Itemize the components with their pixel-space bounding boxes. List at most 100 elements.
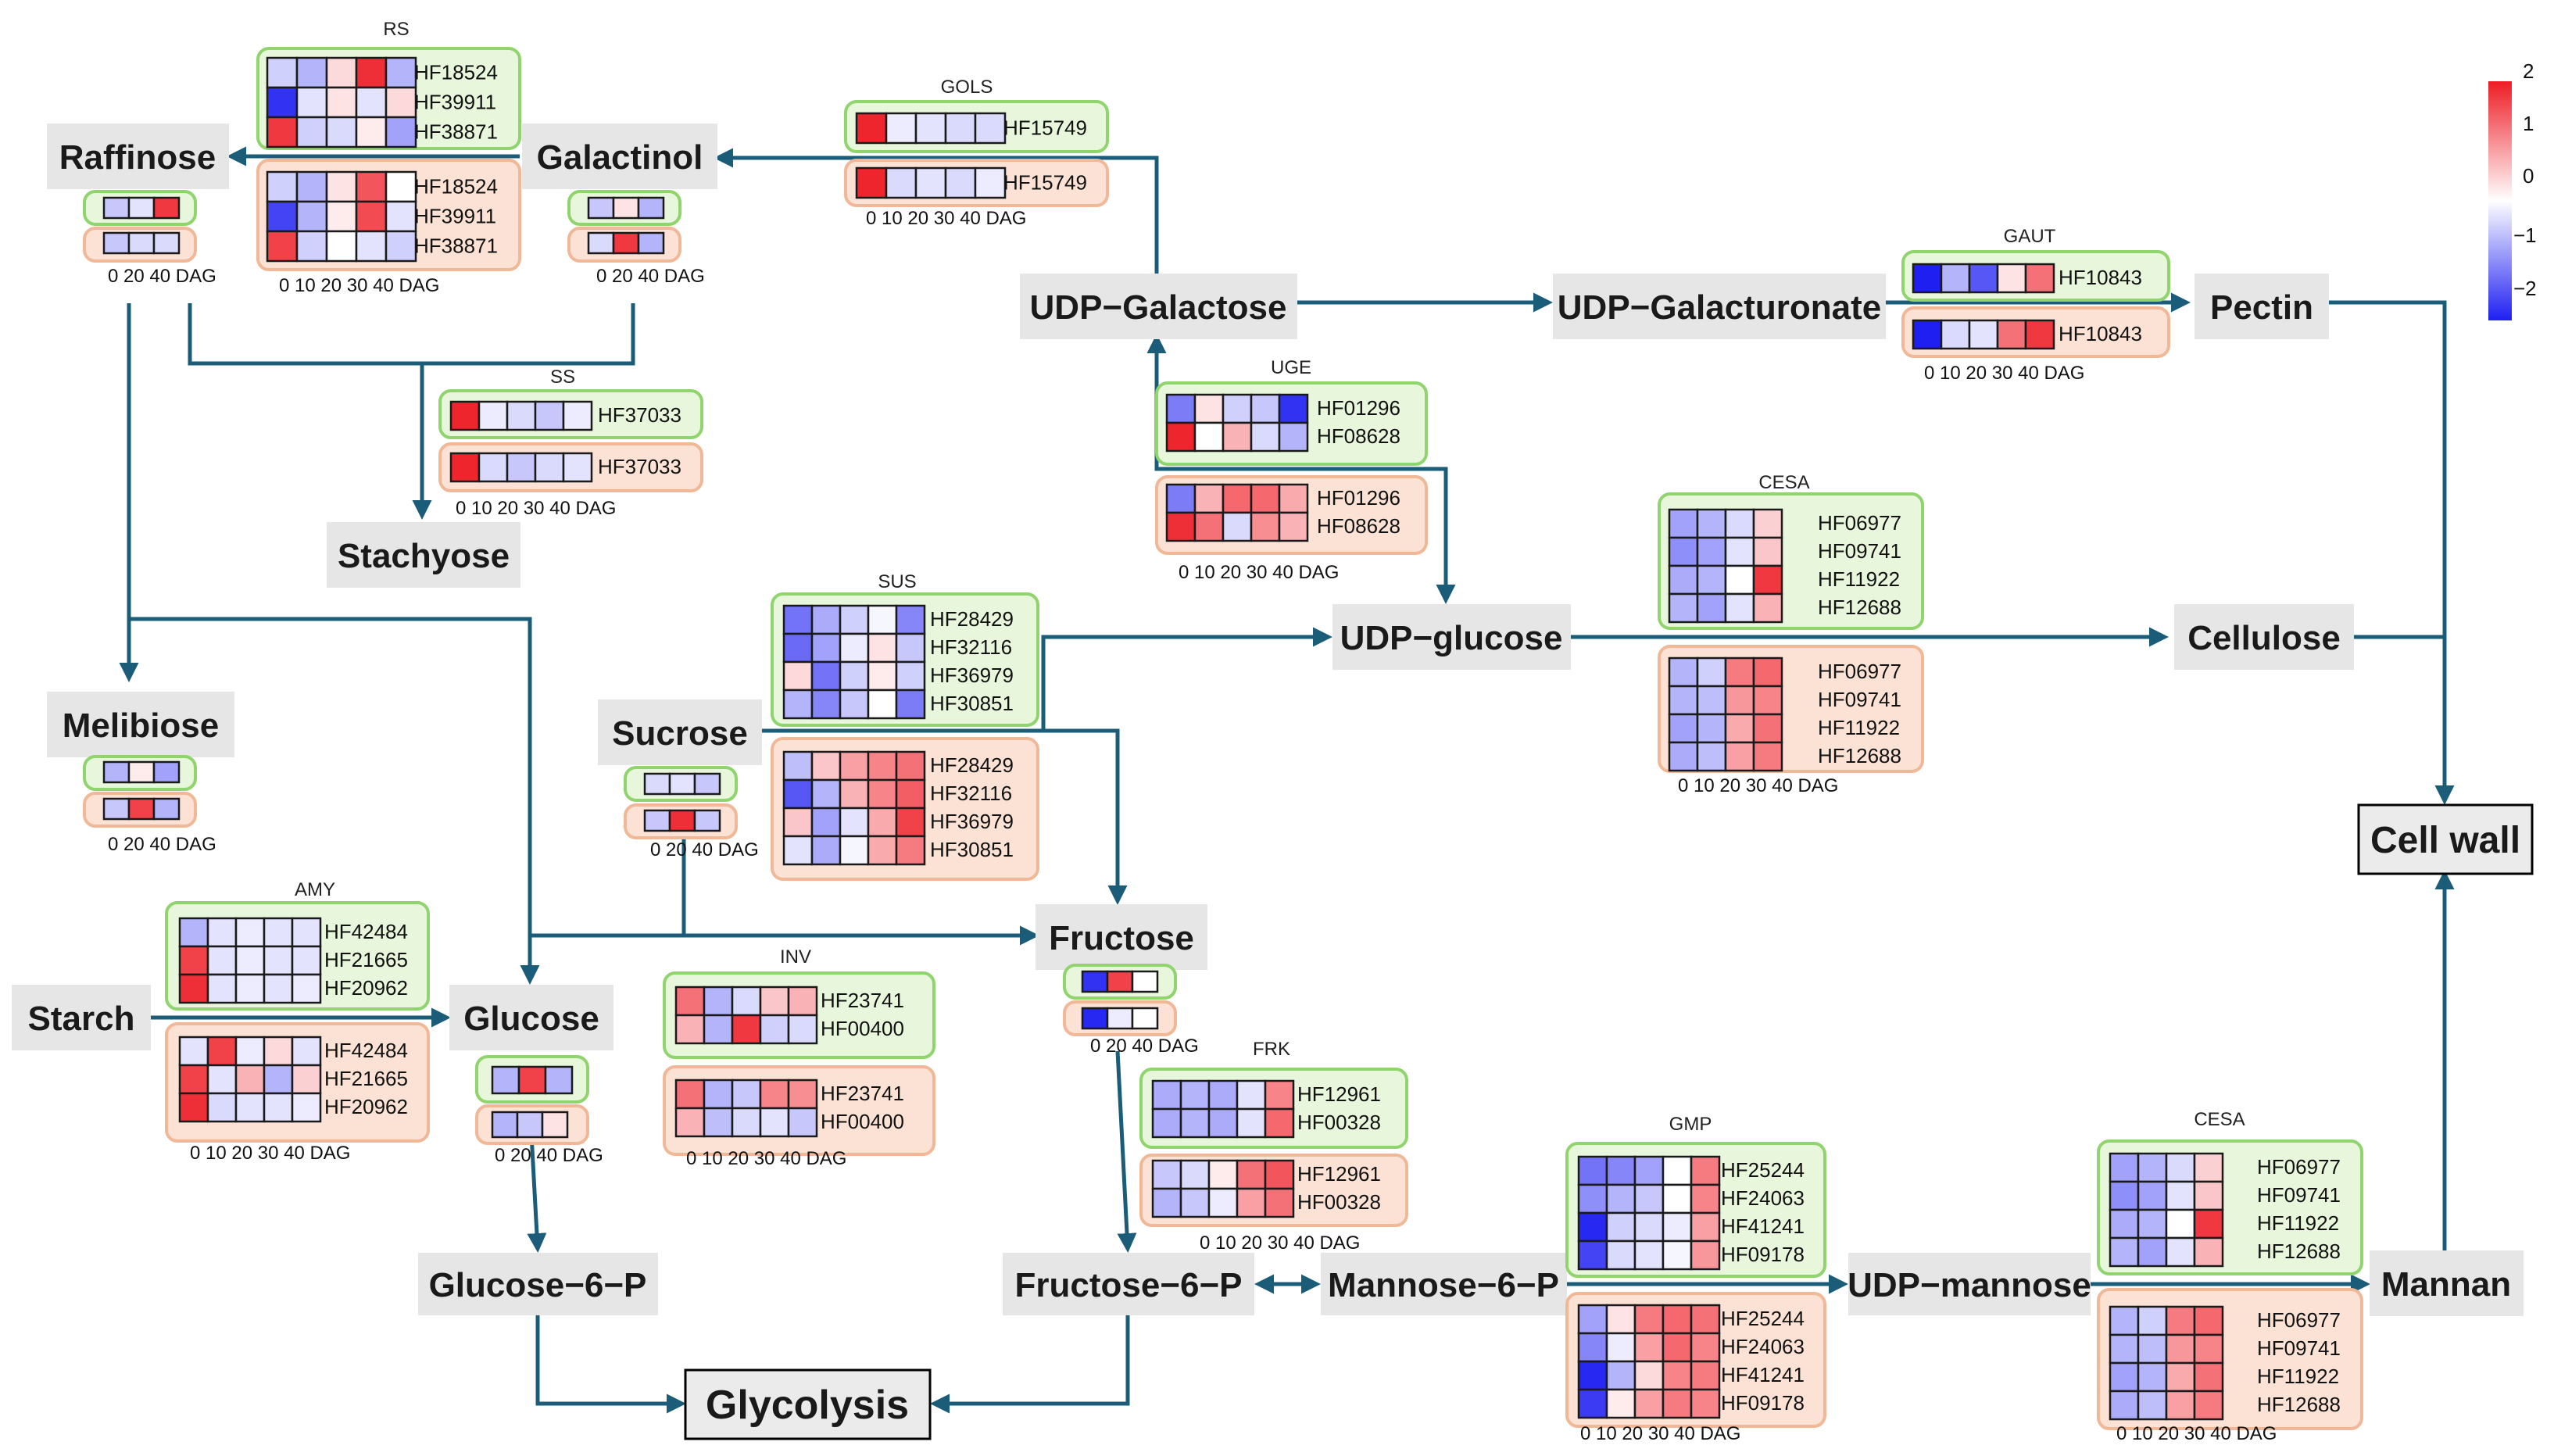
heatmap-cell <box>1151 1079 1182 1111</box>
heatmap-cell <box>1752 564 1783 596</box>
pathway-nodes: Raffinose Galactinol Stachyose Melibiose… <box>12 123 2534 1440</box>
heatmap-cell <box>1690 1155 1721 1186</box>
color-scale-tick-neg2: −2 <box>2513 277 2537 300</box>
node-starch: Starch <box>12 985 151 1050</box>
heatmap-cell <box>1662 1304 1693 1335</box>
node-raffinose: Raffinose <box>47 123 229 189</box>
heatmap-cell <box>1668 713 1699 744</box>
heatmap-cell <box>1165 483 1197 514</box>
enzyme-cesa-mannan: CESA <box>2194 1109 2245 1130</box>
heatmap-cell <box>1236 1159 1267 1190</box>
heatmap-cell <box>1662 1183 1693 1215</box>
heatmap-cell <box>206 1064 238 1095</box>
node-sucrose: Sucrose <box>598 699 762 765</box>
heatmap-cell <box>895 660 926 692</box>
heatmap-cell <box>1236 1107 1267 1139</box>
heatmap-cell <box>2024 263 2055 294</box>
heatmap-cell <box>355 86 388 119</box>
gene-label: HF08628 <box>1317 424 1400 448</box>
heatmap-cell <box>867 632 898 664</box>
heatmap-cell <box>152 196 181 220</box>
heatmap-cell <box>1696 564 1727 596</box>
axis-inv: 0 10 20 30 40 DAG <box>686 1148 846 1169</box>
heatmap-cell <box>1752 536 1783 567</box>
axis-galactinol: 0 20 40 DAG <box>596 266 705 287</box>
heatmap-cell <box>895 807 926 838</box>
heatmap-cell <box>325 170 358 203</box>
heatmap-cell <box>810 750 842 782</box>
heatmap-cell <box>810 835 842 866</box>
gene-label: HF39911 <box>414 204 496 227</box>
heatmap-cell <box>266 86 299 119</box>
heatmap-cell <box>355 200 388 233</box>
gene-label: HF30851 <box>930 838 1014 861</box>
heatmap-cell <box>355 170 388 203</box>
heatmap-cell <box>1633 1155 1665 1186</box>
heatmap-cell <box>2109 1305 2140 1336</box>
gene-label: HF24063 <box>1721 1186 1805 1210</box>
gene-label: HF12961 <box>1297 1162 1381 1186</box>
heatmap-cell <box>839 660 870 692</box>
heatmap-cell <box>693 809 721 832</box>
heatmap-cell <box>1696 741 1727 772</box>
heatmap-cell <box>491 1065 520 1095</box>
heatmap-cell <box>1236 1079 1267 1111</box>
gene-label: HF11922 <box>2257 1365 2339 1388</box>
heatmap-cell <box>855 166 888 199</box>
node-pectin-label: Pectin <box>2210 288 2313 327</box>
heatmap-cell <box>839 632 870 664</box>
gene-label: HF24063 <box>1721 1335 1805 1358</box>
heatmap-cell <box>703 1014 734 1045</box>
heatmap-cell <box>944 166 977 199</box>
gene-label: HF32116 <box>930 635 1012 659</box>
heatmap-cell <box>839 807 870 838</box>
heatmap-cell <box>1193 393 1225 424</box>
edge-pectin-cellwall <box>2329 300 2455 805</box>
heatmap-cell <box>1250 483 1281 514</box>
axis-cesa-mannan: 0 10 20 30 40 DAG <box>2116 1423 2277 1444</box>
gene-label: HF01296 <box>1317 396 1400 420</box>
gene-label: HF30851 <box>930 692 1014 715</box>
heatmap-cell <box>178 945 209 976</box>
heatmap-cell <box>355 116 388 148</box>
heatmap-cell <box>1278 483 1309 514</box>
heatmap-cell <box>385 170 417 203</box>
heatmap-cell <box>1151 1159 1182 1190</box>
heatmap-cell <box>2109 1208 2140 1240</box>
heatmap-cell <box>1690 1360 1721 1391</box>
edge-raffinose-stachyose <box>188 303 635 366</box>
heatmap-cell <box>703 986 734 1017</box>
heatmap-cell <box>1207 1079 1239 1111</box>
edge-melibiose-glucose <box>129 617 540 985</box>
heatmap-cell <box>1752 656 1783 688</box>
gene-label: HF00400 <box>821 1110 904 1133</box>
heatmap-cell <box>295 56 328 89</box>
heatmap-cell <box>1696 536 1727 567</box>
gene-label: HF20962 <box>324 1095 408 1118</box>
heatmap-cell <box>506 400 537 431</box>
heatmap-cell <box>491 1111 519 1139</box>
axis-frk: 0 10 20 30 40 DAG <box>1200 1232 1360 1254</box>
heatmap-cell <box>234 1064 266 1095</box>
heatmap-cell <box>544 1065 574 1095</box>
heatmap-cell <box>1222 421 1253 453</box>
heatmap-cell <box>1633 1183 1665 1215</box>
heatmap-cell <box>1605 1183 1636 1215</box>
node-sucrose-label: Sucrose <box>612 714 748 753</box>
heatmap-cell <box>914 112 947 145</box>
heatmap-cell <box>385 230 417 263</box>
gene-label: HF37033 <box>598 455 681 478</box>
node-glucose6p: Glucose−6−P <box>418 1253 658 1315</box>
heatmap-cell <box>127 231 156 255</box>
heatmap-cell <box>1605 1332 1636 1363</box>
heatmap-cell <box>206 1092 238 1123</box>
heatmap-cell <box>127 196 156 220</box>
gene-label: HF25244 <box>1721 1158 1805 1182</box>
heatmap-cell <box>516 1111 544 1139</box>
gene-label: HF06977 <box>2257 1155 2341 1179</box>
gene-label: HF18524 <box>414 60 498 84</box>
